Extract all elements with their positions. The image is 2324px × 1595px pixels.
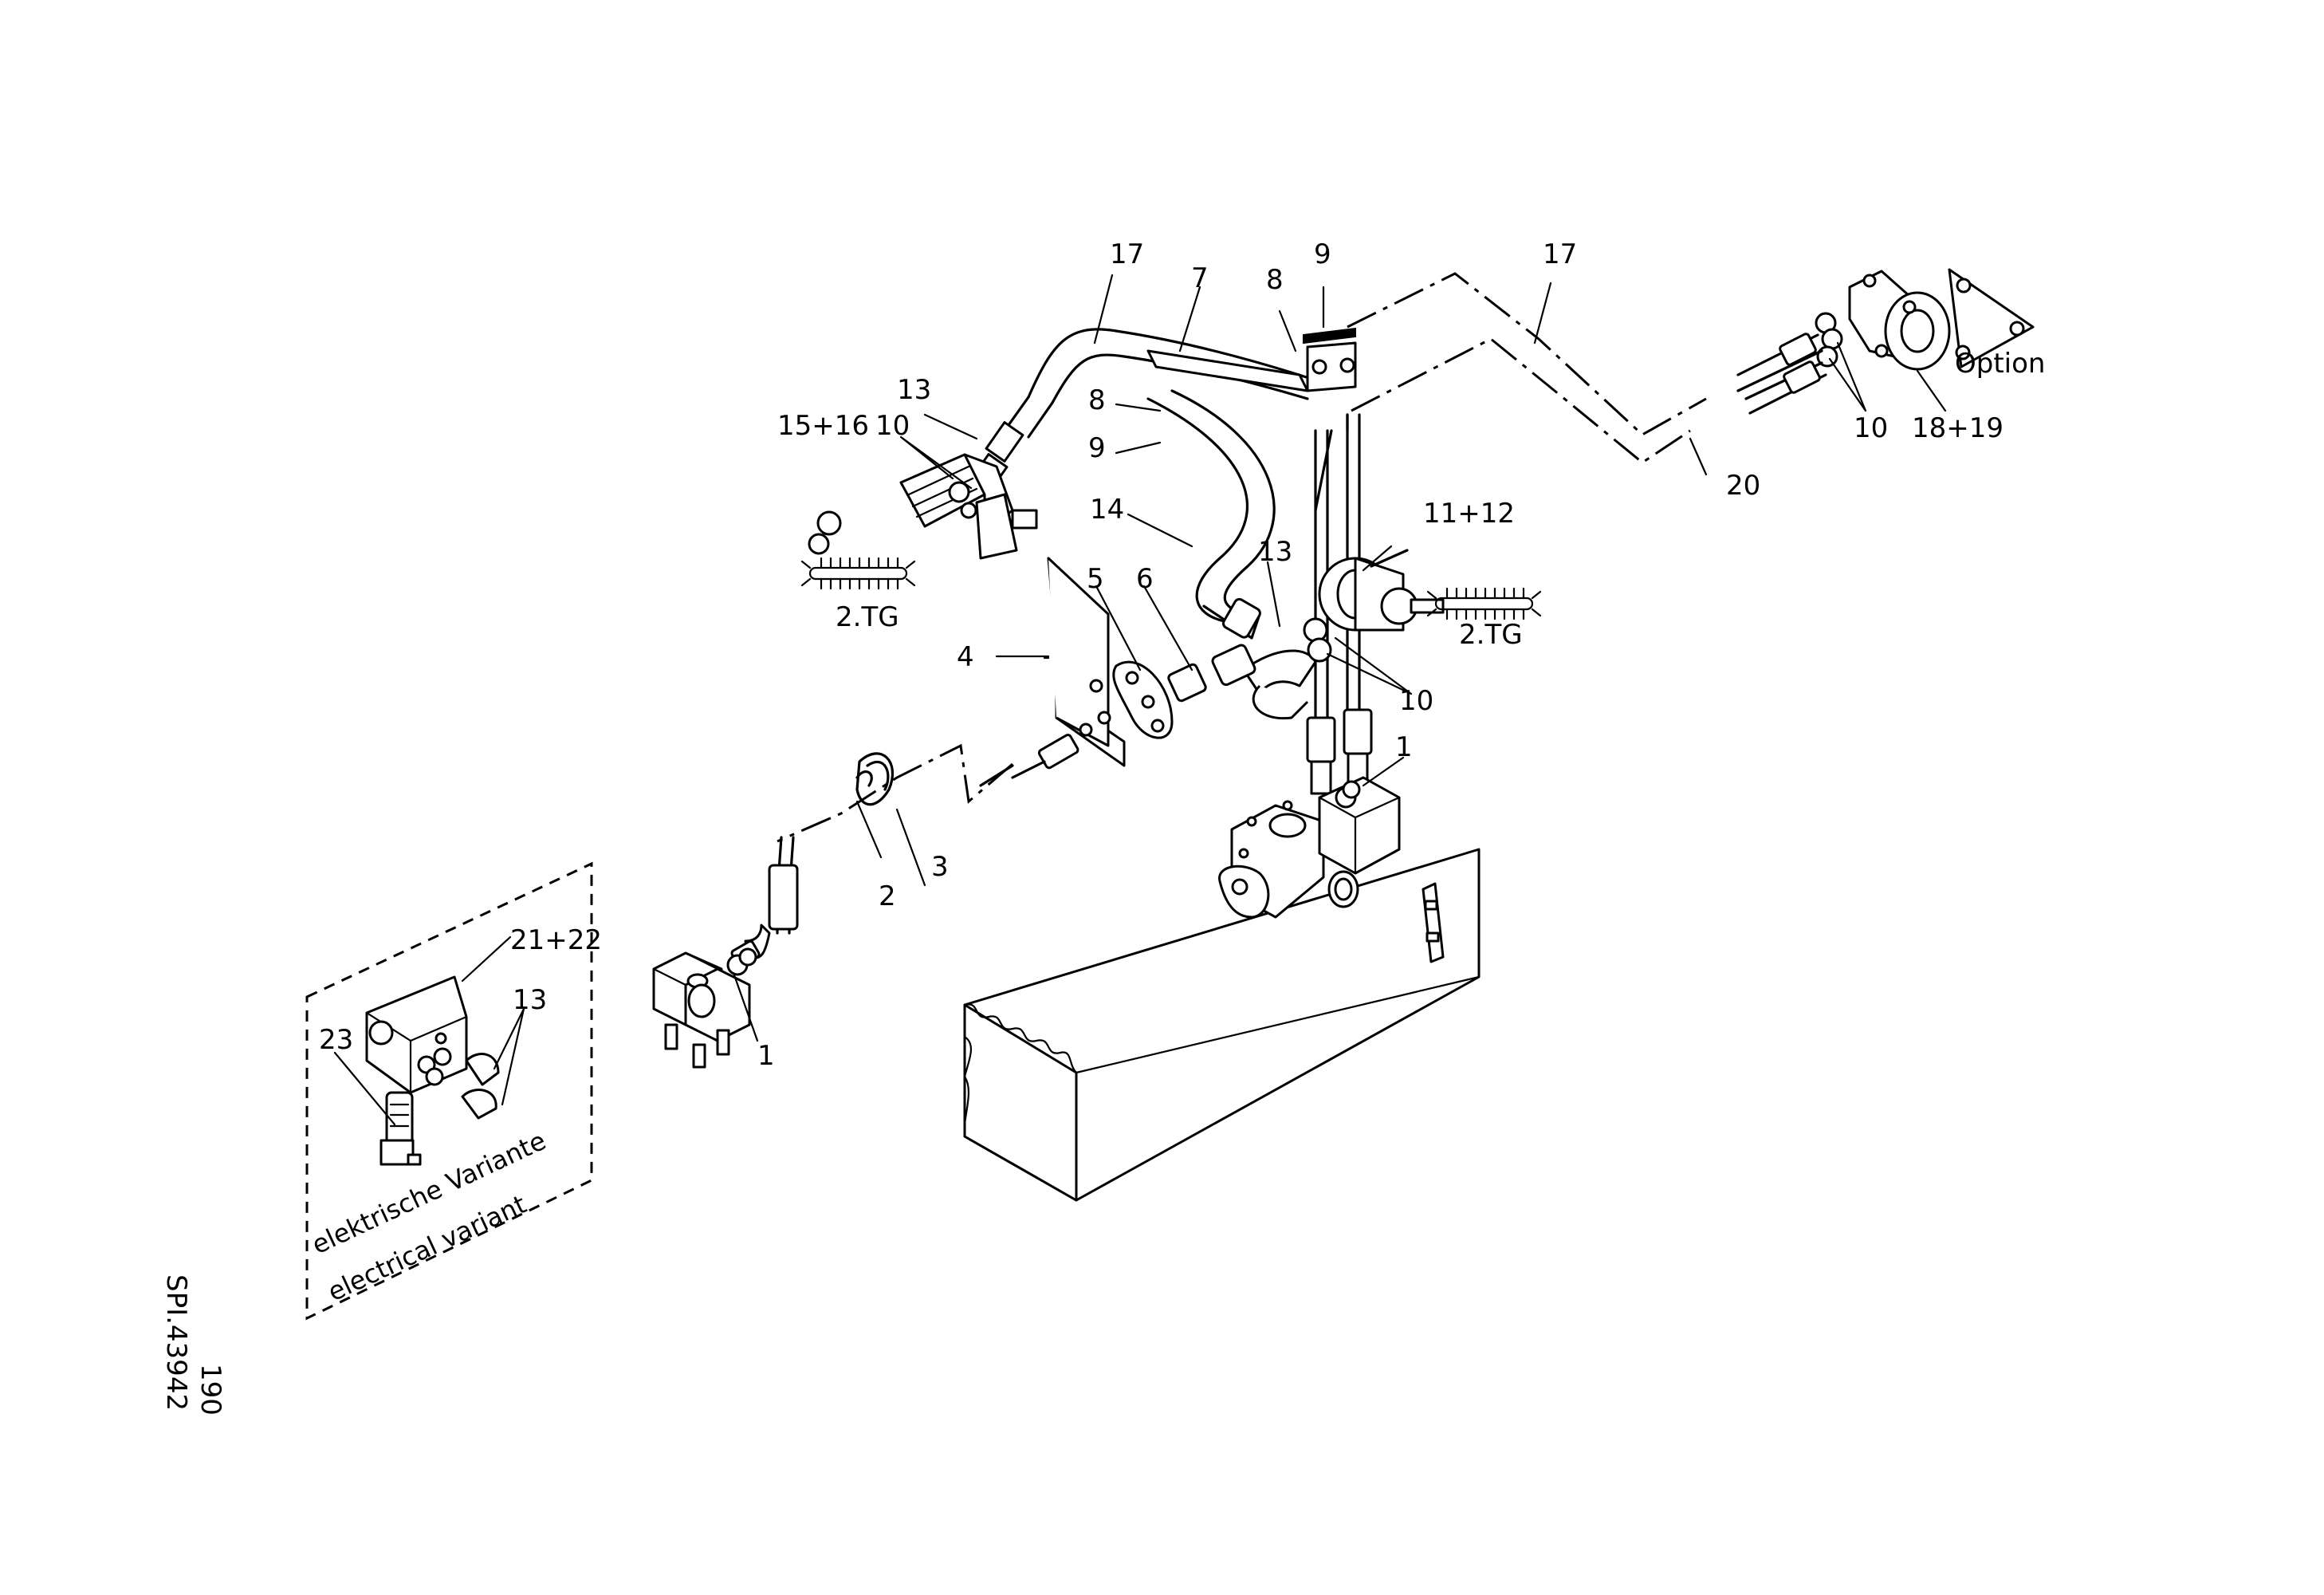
page-number: 190 [195,1364,226,1416]
label-brush-left: 2.TG [836,601,899,633]
hose-2-route [730,743,1013,968]
label-8-top: 8 [1266,264,1284,296]
label-18-19: 18+19 [1912,412,2004,444]
label-8-mid: 8 [1088,384,1106,416]
label-9-top: 9 [1314,238,1331,270]
label-21-22: 21+22 [510,924,602,956]
label-3: 3 [931,851,949,883]
label-13-left: 13 [897,374,931,406]
label-13-variant: 13 [513,984,547,1016]
tank-pump [1218,776,1401,919]
label-13-center: 13 [1258,536,1292,568]
gasket-5 [1112,660,1174,739]
brush-left [800,510,916,590]
label-17-right: 17 [1543,238,1577,270]
label-23: 23 [319,1024,353,1056]
center-fittings [1167,617,1332,720]
hose-14 [1146,389,1276,640]
label-10-left: 10 [875,410,910,442]
brush-right [1426,587,1542,620]
motor-15-16 [899,453,1038,560]
label-17-left: 17 [1110,238,1144,270]
label-9-mid: 9 [1088,432,1106,464]
drawing-id: SPI.43942 [160,1274,192,1411]
hose-17-route [1347,272,1707,464]
label-brush-right: 2.TG [1459,619,1523,651]
label-10-right: 10 [1854,412,1888,444]
label-1-tank: 1 [1395,731,1413,763]
part-labels: 17 7 8 9 17 13 15+16 10 8 9 14 11+12 13 … [160,238,2045,1416]
label-option: Option [1955,348,2045,380]
hose-17-left [969,328,1325,494]
electrical-variant-box [305,861,593,1321]
label-15-16: 15+16 [777,410,869,442]
label-4: 4 [957,641,974,673]
label-6: 6 [1136,563,1154,595]
oil-tank [963,848,1481,1202]
mounting-plate-4 [979,557,1126,787]
label-7: 7 [1191,262,1209,294]
leader-lines [333,274,1947,1126]
label-5: 5 [1087,563,1104,595]
valve-block [652,947,757,1069]
label-2: 2 [879,880,896,912]
bracket-7 [1146,327,1357,392]
label-10-center: 10 [1399,685,1433,717]
label-1-valve: 1 [757,1040,775,1072]
motor-18-19 [1736,268,2035,415]
pump-11-12 [1318,549,1445,632]
label-20: 20 [1726,470,1760,502]
label-14: 14 [1090,494,1124,526]
label-11-12: 11+12 [1423,498,1515,530]
